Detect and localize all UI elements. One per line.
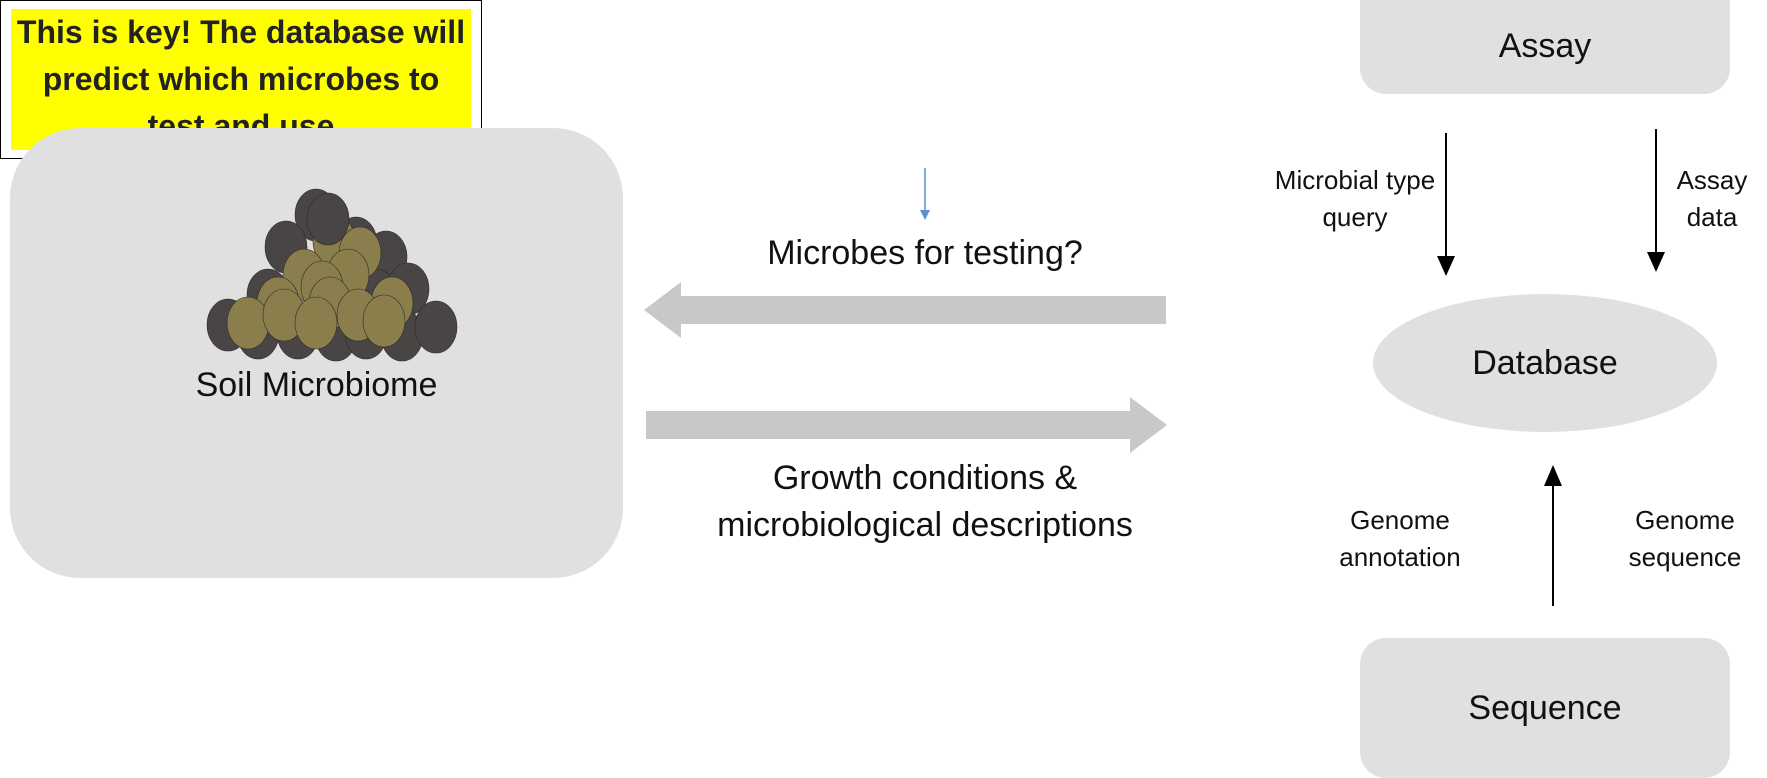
microbe-cell-icon — [306, 192, 350, 246]
microbe-cell-icon — [294, 296, 338, 350]
microbial-query-arrow-head — [1437, 256, 1455, 276]
microbe-cluster-icon — [206, 188, 458, 362]
flow-arrow-to-database — [646, 397, 1167, 453]
flow-arrow-to-soil — [644, 282, 1166, 338]
assay-data-label: Assay data — [1676, 165, 1748, 232]
microbe-cell-icon — [362, 294, 406, 348]
callout-connector-head — [920, 210, 930, 220]
genome-sequence-label: Genome sequence — [1628, 505, 1742, 572]
sequence-node: Sequence — [1360, 638, 1730, 778]
genome-annotation-label: Genome annotation — [1339, 505, 1461, 572]
microbial-type-query-label: Microbial type query — [1274, 165, 1436, 232]
growth-conditions-label: Growth conditions & microbiological desc… — [717, 459, 1133, 544]
callout-text: This is key! The database will predict w… — [11, 9, 471, 150]
assay-data-arrow-head — [1647, 252, 1665, 272]
soil-microbiome-label: Soil Microbiome — [195, 366, 438, 404]
soil-microbiome-panel: Soil Microbiome — [10, 128, 623, 578]
genome-arrow-head — [1544, 465, 1562, 486]
microbes-for-testing-label: Microbes for testing? — [767, 234, 1083, 272]
database-node: Database — [1373, 294, 1717, 432]
microbe-cell-icon — [414, 300, 458, 354]
assay-node: Assay — [1360, 0, 1730, 94]
